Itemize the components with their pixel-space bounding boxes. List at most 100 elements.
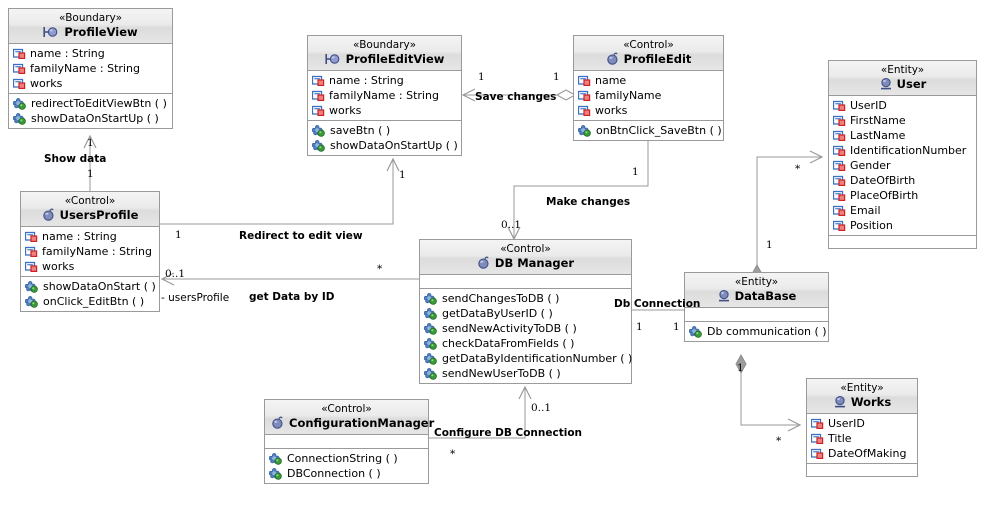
- operation-row[interactable]: showDataOnStartUp ( ): [312, 138, 458, 153]
- multiplicity-label: *: [776, 435, 782, 447]
- class-header-dbManager: «Control» DB Manager: [420, 240, 631, 275]
- attribute-row[interactable]: FirstName: [833, 113, 973, 128]
- operation-row[interactable]: showDataOnStart ( ): [25, 279, 156, 294]
- attribute-row[interactable]: familyName : String: [312, 88, 458, 103]
- operation-row[interactable]: DBConnection ( ): [269, 466, 425, 481]
- attribute-label: name : String: [30, 47, 105, 60]
- operation-row[interactable]: checkDataFromFields ( ): [424, 336, 628, 351]
- attribute-row[interactable]: familyName : String: [25, 244, 156, 259]
- attribute-row[interactable]: Position: [833, 218, 973, 233]
- attribute-row[interactable]: works: [25, 259, 156, 274]
- operations-compartment-user: [829, 235, 976, 248]
- operations-compartment-profileView: redirectToEditViewBtn ( ) showDataOnStar…: [9, 93, 172, 128]
- operation-row[interactable]: getDataByUserID ( ): [424, 306, 628, 321]
- attribute-label: Position: [850, 219, 893, 232]
- operation-icon: [13, 97, 27, 110]
- attribute-row[interactable]: LastName: [833, 128, 973, 143]
- attribute-row[interactable]: familyName: [578, 88, 720, 103]
- attribute-icon: [833, 175, 846, 187]
- operation-row[interactable]: showDataOnStartUp ( ): [13, 111, 169, 126]
- class-box-dataBase[interactable]: «Entity» DataBase Db communication ( ): [684, 272, 829, 342]
- operation-row[interactable]: Db communication ( ): [689, 324, 827, 339]
- class-box-dbManager[interactable]: «Control» DB Manager sendChangesToDB ( )…: [419, 239, 632, 384]
- attribute-row[interactable]: familyName : String: [13, 61, 169, 76]
- class-box-usersProfile[interactable]: «Control» UsersProfile name : String fam…: [20, 191, 160, 312]
- operation-label: saveBtn ( ): [330, 124, 391, 137]
- attributes-compartment-profileEdit: name familyName works: [574, 71, 723, 120]
- attributes-compartment-dataBase: [685, 308, 828, 321]
- operation-label: showDataOnStart ( ): [43, 280, 156, 293]
- control-icon: [477, 256, 491, 270]
- class-box-profileEditView[interactable]: «Boundary» ProfileEditView name : String…: [307, 35, 462, 156]
- operation-row[interactable]: sendChangesToDB ( ): [424, 291, 628, 306]
- operation-icon: [424, 367, 438, 380]
- attribute-label: works: [30, 77, 63, 90]
- class-box-profileView[interactable]: «Boundary» ProfileView name : String fam…: [8, 8, 173, 129]
- multiplicity-label: *: [795, 163, 801, 175]
- class-stereotype: «Boundary»: [352, 39, 417, 51]
- attribute-row[interactable]: Email: [833, 203, 973, 218]
- attribute-label: DateOfBirth: [850, 174, 916, 187]
- association-label: Db Connection: [614, 298, 701, 310]
- edge-configure-arrowhead: [518, 385, 532, 400]
- attribute-icon: [578, 75, 591, 87]
- class-box-works[interactable]: «Entity» Works UserID Title DateOfMaking: [806, 378, 918, 477]
- attribute-icon: [833, 205, 846, 217]
- operation-row[interactable]: ConnectionString ( ): [269, 451, 425, 466]
- operation-row[interactable]: saveBtn ( ): [312, 123, 458, 138]
- attribute-row[interactable]: works: [13, 76, 169, 91]
- operation-icon: [269, 452, 283, 465]
- class-name: ProfileEdit: [623, 51, 692, 66]
- operation-row[interactable]: onBtnClick_SaveBtn ( ): [578, 123, 722, 138]
- attribute-label: Gender: [850, 159, 891, 172]
- operation-row[interactable]: sendNewActivityToDB ( ): [424, 321, 628, 336]
- class-stereotype: «Entity»: [880, 64, 925, 76]
- attribute-row[interactable]: IdentificationNumber: [833, 143, 973, 158]
- association-label: Make changes: [546, 196, 631, 208]
- attribute-row[interactable]: name : String: [13, 46, 169, 61]
- attribute-label: works: [42, 260, 75, 273]
- attribute-icon: [811, 433, 824, 445]
- attribute-row[interactable]: works: [578, 103, 720, 118]
- attribute-row[interactable]: name : String: [312, 73, 458, 88]
- attribute-icon: [833, 190, 846, 202]
- edge-database-works-arrowhead: [787, 418, 802, 432]
- class-box-user[interactable]: «Entity» User UserID FirstName LastName …: [828, 60, 977, 249]
- multiplicity-label: 1: [673, 321, 680, 333]
- attribute-row[interactable]: works: [312, 103, 458, 118]
- attribute-row[interactable]: DateOfBirth: [833, 173, 973, 188]
- class-name-row: DataBase: [691, 289, 822, 303]
- attribute-icon: [13, 78, 26, 90]
- class-header-configurationManager: «Control» ConfigurationManager: [265, 400, 434, 435]
- attribute-row[interactable]: PlaceOfBirth: [833, 188, 973, 203]
- operation-row[interactable]: sendNewUserToDB ( ): [424, 366, 628, 381]
- attribute-row[interactable]: UserID: [811, 416, 914, 431]
- attribute-icon: [833, 100, 846, 112]
- attribute-row[interactable]: name : String: [25, 229, 156, 244]
- operation-label: redirectToEditViewBtn ( ): [31, 97, 167, 110]
- attribute-row[interactable]: Title: [811, 431, 914, 446]
- class-box-profileEdit[interactable]: «Control» ProfileEdit name familyName wo…: [573, 35, 724, 141]
- operations-compartment-profileEditView: saveBtn ( ) showDataOnStartUp ( ): [308, 120, 461, 155]
- class-header-profileEditView: «Boundary» ProfileEditView: [308, 36, 461, 71]
- attribute-label: works: [329, 104, 362, 117]
- operation-label: onBtnClick_SaveBtn ( ): [596, 124, 722, 137]
- operation-row[interactable]: redirectToEditViewBtn ( ): [13, 96, 169, 111]
- attribute-row[interactable]: DateOfMaking: [811, 446, 914, 461]
- operation-row[interactable]: getDataByIdentificationNumber ( ): [424, 351, 632, 366]
- class-header-works: «Entity» Works: [807, 379, 917, 414]
- operation-row[interactable]: onClick_EditBtn ( ): [25, 294, 156, 309]
- boundary-icon: [324, 52, 342, 66]
- operation-icon: [424, 307, 438, 320]
- class-box-configurationManager[interactable]: «Control» ConfigurationManager Connectio…: [264, 399, 434, 484]
- multiplicity-label: 1: [87, 168, 94, 180]
- attributes-compartment-usersProfile: name : String familyName : String works: [21, 227, 159, 276]
- attribute-row[interactable]: UserID: [833, 98, 973, 113]
- class-name-row: ConfigurationManager: [271, 416, 434, 430]
- attribute-label: name : String: [329, 74, 404, 87]
- attribute-row[interactable]: name: [578, 73, 720, 88]
- class-name: UsersProfile: [59, 207, 139, 222]
- attribute-row[interactable]: Gender: [833, 158, 973, 173]
- boundary-icon: [43, 25, 60, 39]
- edge-database-user-arrowhead: [809, 150, 824, 164]
